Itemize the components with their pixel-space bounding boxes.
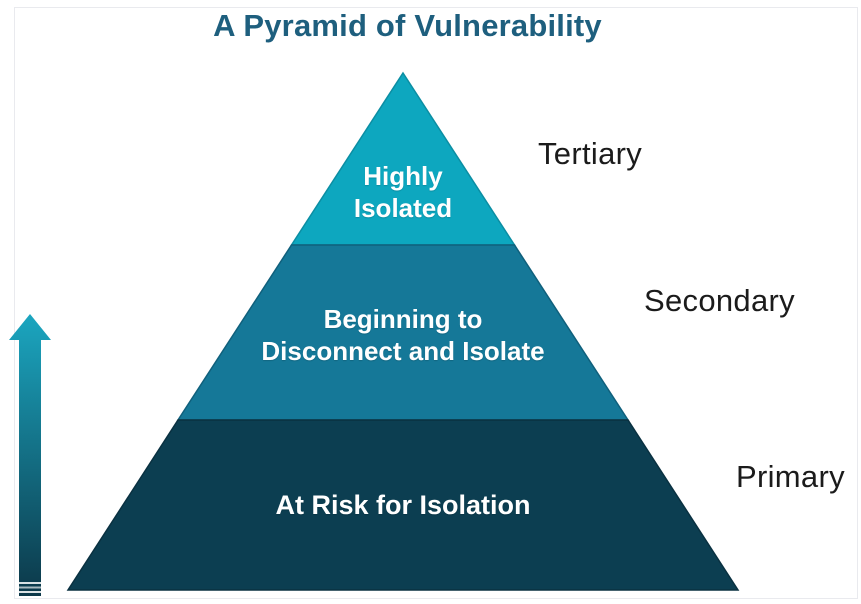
tier-label-secondary-line2: Disconnect and Isolate [261,336,545,366]
side-label-secondary: Secondary [644,283,795,318]
tier-label-tertiary: Highly Isolated [354,160,452,224]
tier-label-primary: At Risk for Isolation [275,489,530,521]
up-arrow-icon [9,314,51,596]
side-label-primary: Primary [736,459,845,494]
tier-label-tertiary-line1: Highly [363,161,443,191]
tier-label-primary-line1: At Risk for Isolation [275,490,531,520]
side-label-tertiary: Tertiary [538,136,643,171]
figure-title: A Pyramid of Vulnerability [213,8,602,43]
tier-label-secondary-line1: Beginning to [323,304,483,334]
tier-label-tertiary-line2: Isolated [353,193,453,223]
pyramid-tier-primary-shape [66,419,740,591]
tier-label-secondary: Beginning to Disconnect and Isolate [261,303,544,367]
